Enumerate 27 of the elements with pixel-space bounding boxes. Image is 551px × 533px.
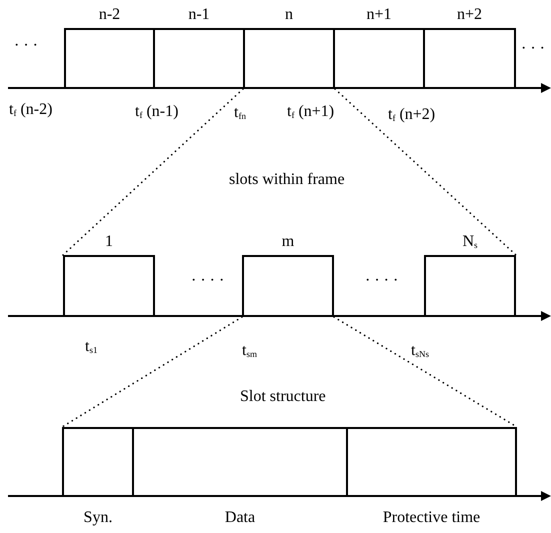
time-label: t$_{s1}$ [85, 338, 98, 357]
box-label: n-1 [187, 6, 211, 24]
time-label: t$_{sm}$ [242, 342, 257, 361]
box-label: 1 [104, 233, 114, 251]
box-label: n [284, 6, 294, 24]
ellipsis: · · · [521, 40, 545, 58]
box-label: n+2 [456, 6, 484, 24]
time-label: t$_{f}$ (n-2) [9, 101, 52, 120]
time-label: t$_{f}$ (n-1) [135, 103, 178, 122]
time-label: t$_{f}$ (n+2) [388, 106, 436, 125]
segment-label: Protective time [382, 509, 482, 527]
box-label: m [280, 233, 296, 251]
box-label: N$_{s}$ [461, 233, 479, 252]
section-title: slots within frame [229, 171, 345, 189]
ellipsis: · · · · [191, 272, 224, 290]
dotted-line [334, 88, 517, 256]
dotted-line [61, 316, 243, 428]
segment-label: Syn. [82, 509, 114, 527]
time-label: t$_{sNs}$ [411, 342, 429, 361]
time-label: t$_{fn}$ [234, 104, 246, 123]
box-label: n+1 [365, 6, 393, 24]
ellipsis: · · · [14, 37, 38, 55]
section-title: Slot structure [240, 388, 326, 406]
box-label: n-2 [98, 6, 122, 24]
dotted-line [62, 88, 244, 256]
ellipsis: · · · · [365, 272, 398, 290]
time-label: t$_{f}$ (n+1) [287, 103, 334, 122]
